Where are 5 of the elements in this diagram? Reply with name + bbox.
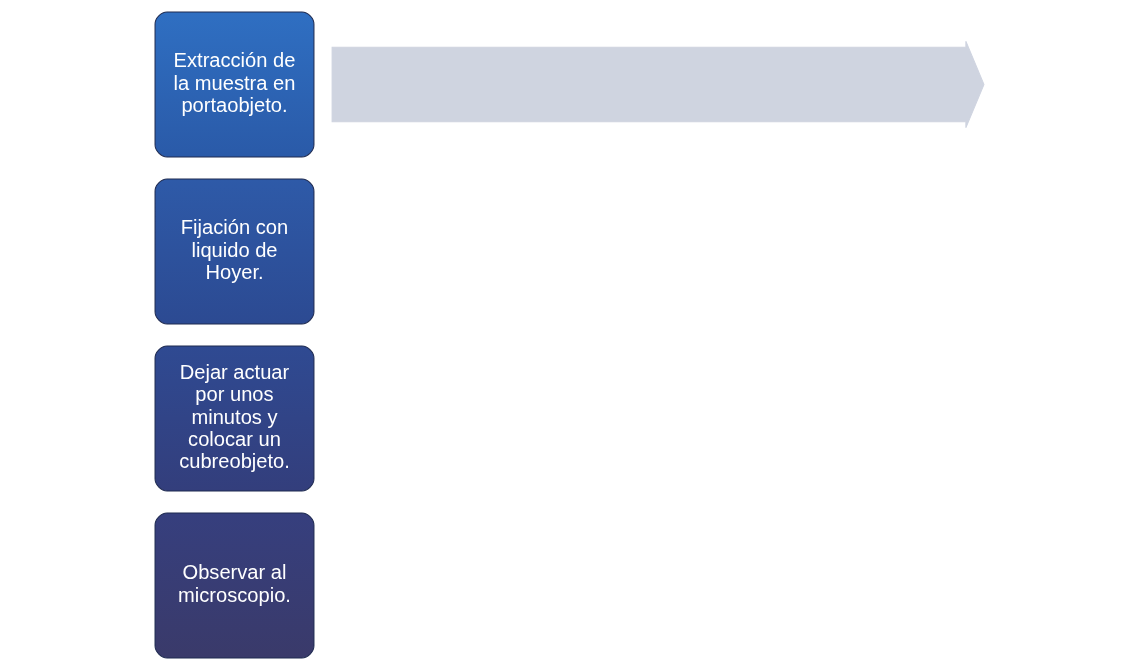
node-box: Fijación con liquido de Hoyer. [154, 178, 314, 325]
node-box: Dejar actuar por unos minutos y colocar un cubreobjeto. [154, 345, 314, 492]
node-box: Observar al microscopio. [154, 512, 314, 659]
node-arrow [331, 40, 985, 129]
node-box: Extracción de la muestra en portaobjeto. [154, 11, 314, 158]
